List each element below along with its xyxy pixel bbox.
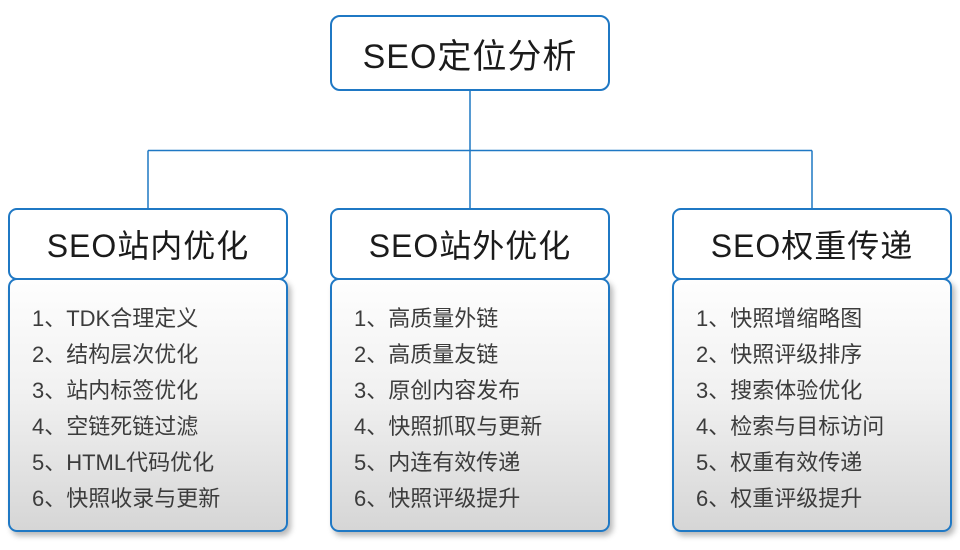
column-header-onsite: SEO站内优化 [8,208,288,280]
list-item: 1、高质量外链 [354,306,499,331]
list-item: 4、空链死链过滤 [32,414,199,439]
column-offsite-optimization: SEO站外优化 1、高质量外链 2、高质量友链 3、原创内容发布 4、快照抓取与… [330,208,610,532]
list-item: 4、快照抓取与更新 [354,414,543,439]
root-node: SEO定位分析 [330,15,610,91]
list-item: 3、站内标签优化 [32,378,199,403]
column-body-onsite: 1、TDK合理定义 2、结构层次优化 3、站内标签优化 4、空链死链过滤 5、H… [8,278,288,532]
root-node-label: SEO定位分析 [362,37,578,76]
column-header-offsite: SEO站外优化 [330,208,610,280]
list-item: 3、原创内容发布 [354,378,521,403]
column-title: SEO权重传递 [710,228,914,264]
list-item: 5、内连有效传递 [354,450,521,475]
list-item: 6、权重评级提升 [696,486,863,511]
list-item: 5、HTML代码优化 [32,450,215,475]
column-body-weight: 1、快照增缩略图 2、快照评级排序 3、搜索体验优化 4、检索与目标访问 5、权… [672,278,952,532]
column-title: SEO站外优化 [368,228,572,264]
column-header-weight: SEO权重传递 [672,208,952,280]
connector-path [147,91,813,210]
list-item: 2、快照评级排序 [696,342,863,367]
list-item: 1、TDK合理定义 [32,306,199,331]
list-item: 6、快照收录与更新 [32,486,221,511]
column-onsite-optimization: SEO站内优化 1、TDK合理定义 2、结构层次优化 3、站内标签优化 4、空链… [8,208,288,532]
list-item: 2、高质量友链 [354,342,499,367]
list-item: 3、搜索体验优化 [696,378,863,403]
list-item: 2、结构层次优化 [32,342,199,367]
column-body-offsite: 1、高质量外链 2、高质量友链 3、原创内容发布 4、快照抓取与更新 5、内连有… [330,278,610,532]
list-item: 4、检索与目标访问 [696,414,885,439]
column-weight-transfer: SEO权重传递 1、快照增缩略图 2、快照评级排序 3、搜索体验优化 4、检索与… [672,208,952,532]
list-item: 1、快照增缩略图 [696,306,863,331]
column-title: SEO站内优化 [46,228,250,264]
list-item: 6、快照评级提升 [354,486,521,511]
list-item: 5、权重有效传递 [696,450,863,475]
